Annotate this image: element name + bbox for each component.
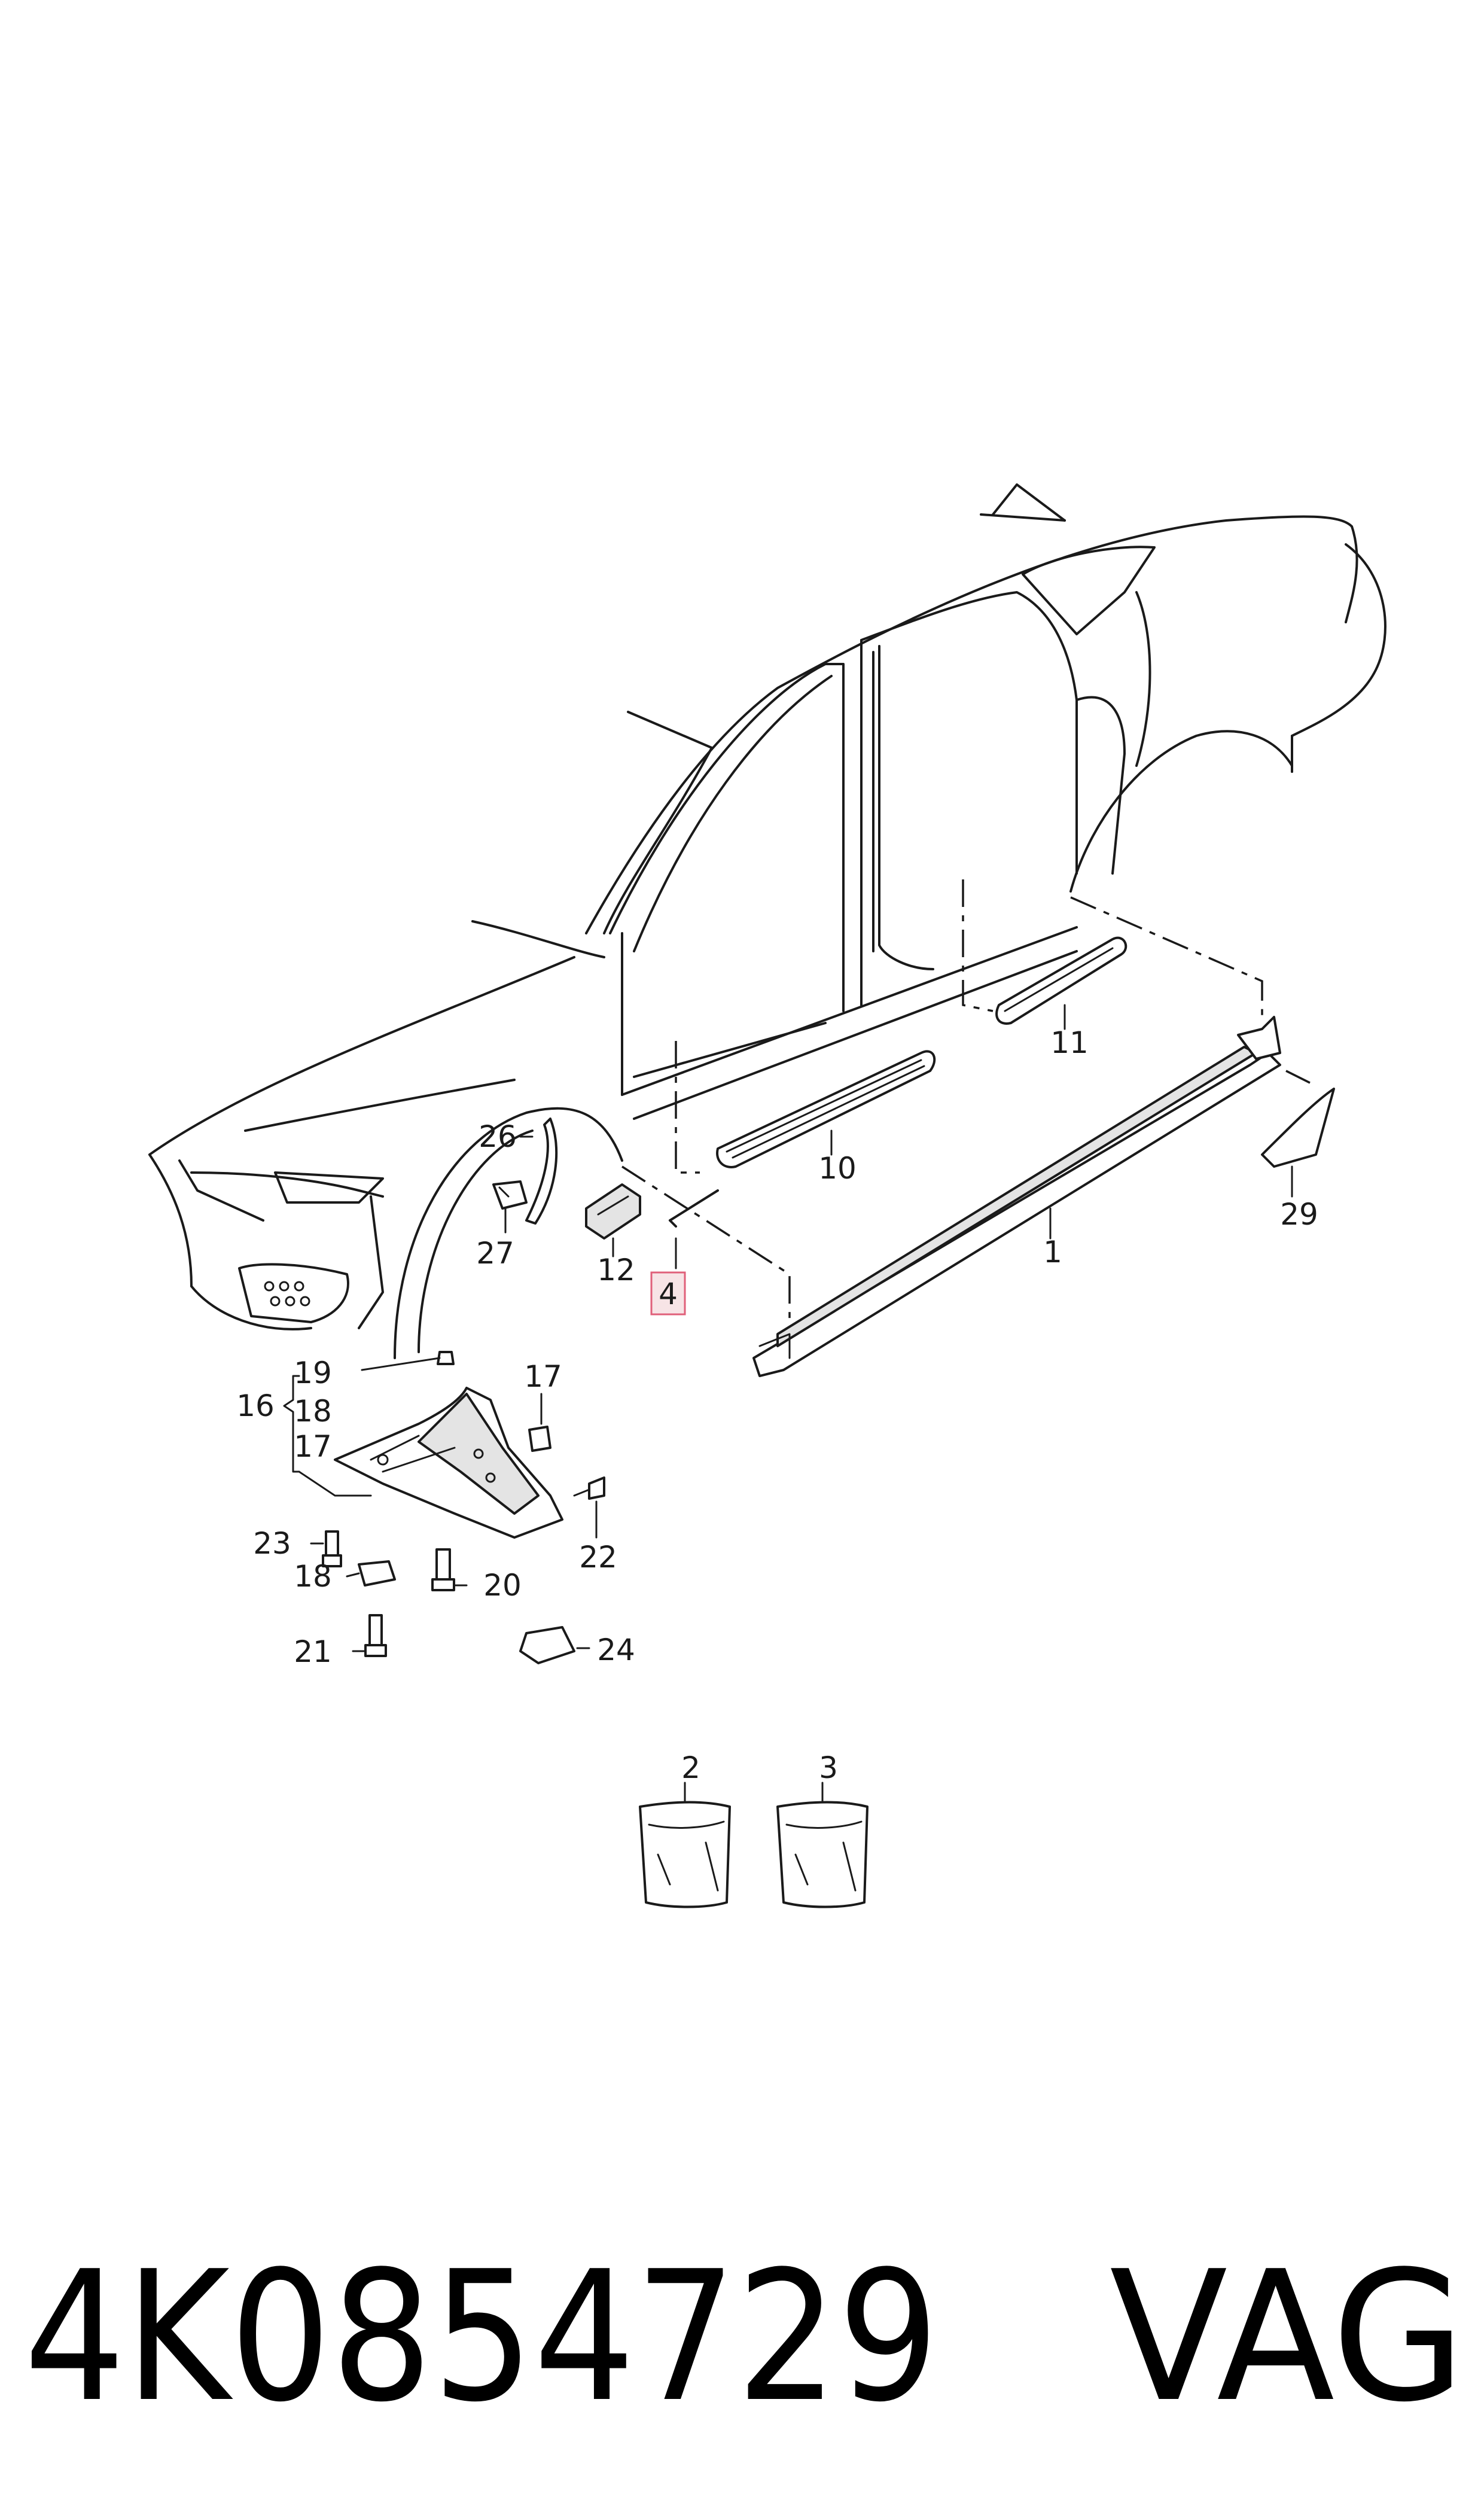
bolt-part-20 <box>431 1548 455 1591</box>
front-sill-trim-part-10 <box>716 1050 936 1168</box>
callout-17a: 17 <box>524 1359 562 1394</box>
clip-part-27 <box>492 1180 528 1210</box>
callout-23: 23 <box>253 1526 291 1561</box>
callout-17b: 17 <box>294 1429 332 1464</box>
callout-11: 11 <box>1050 1025 1089 1060</box>
callout-20: 20 <box>483 1568 522 1603</box>
callout-22: 22 <box>579 1540 617 1575</box>
callout-labels: 1 2 3 4 10 11 12 16 17 17 18 18 19 20 21… <box>236 1025 1318 1785</box>
trim-strip-part-26 <box>525 1118 558 1225</box>
clip-part-19 <box>437 1351 455 1365</box>
callout-18a: 18 <box>294 1394 332 1429</box>
callout-1: 1 <box>1043 1235 1062 1269</box>
bag-part-2 <box>639 1801 731 1908</box>
callout-21: 21 <box>294 1634 332 1669</box>
group-bracket-16 <box>283 1375 372 1497</box>
screw-part-22 <box>573 1476 605 1500</box>
callout-16: 16 <box>236 1389 275 1423</box>
nut-part-17-upper <box>528 1426 551 1452</box>
bolt-part-21 <box>364 1614 387 1657</box>
link-part-4 <box>669 1189 719 1228</box>
end-piece-part-29 <box>1261 1088 1335 1168</box>
clip-part-18-lower <box>358 1560 396 1587</box>
rear-sill-trim-part-11 <box>995 936 1128 1025</box>
callout-27: 27 <box>476 1236 514 1271</box>
callout-2: 2 <box>681 1750 700 1785</box>
callout-26: 26 <box>479 1119 517 1154</box>
car-body-outline <box>148 483 1387 1359</box>
callout-3: 3 <box>819 1750 838 1785</box>
fog-light-dots <box>264 1281 310 1307</box>
footer: 4K0854729 VAG <box>24 2233 1465 2441</box>
callout-12: 12 <box>597 1253 635 1287</box>
assembly-lines <box>621 879 1311 1334</box>
nut-part-24 <box>519 1626 575 1664</box>
callout-18b: 18 <box>294 1559 332 1594</box>
callout-10: 10 <box>818 1151 857 1186</box>
bag-part-3 <box>776 1801 869 1908</box>
wheel-housing-liner-bracket <box>334 1387 563 1539</box>
part-number: 4K0854729 <box>24 2233 939 2441</box>
bracket-part-12 <box>585 1183 641 1240</box>
callout-29: 29 <box>1280 1197 1318 1232</box>
sill-panel-part-1 <box>752 1016 1281 1377</box>
callout-19: 19 <box>294 1356 332 1390</box>
leader-lines <box>310 1004 1293 1802</box>
callout-24: 24 <box>597 1633 635 1667</box>
callout-4: 4 <box>659 1277 678 1311</box>
brand-name: VAG <box>1110 2233 1465 2441</box>
callout-4-highlight-box <box>650 1271 686 1316</box>
bolt-part-23 <box>322 1530 342 1567</box>
